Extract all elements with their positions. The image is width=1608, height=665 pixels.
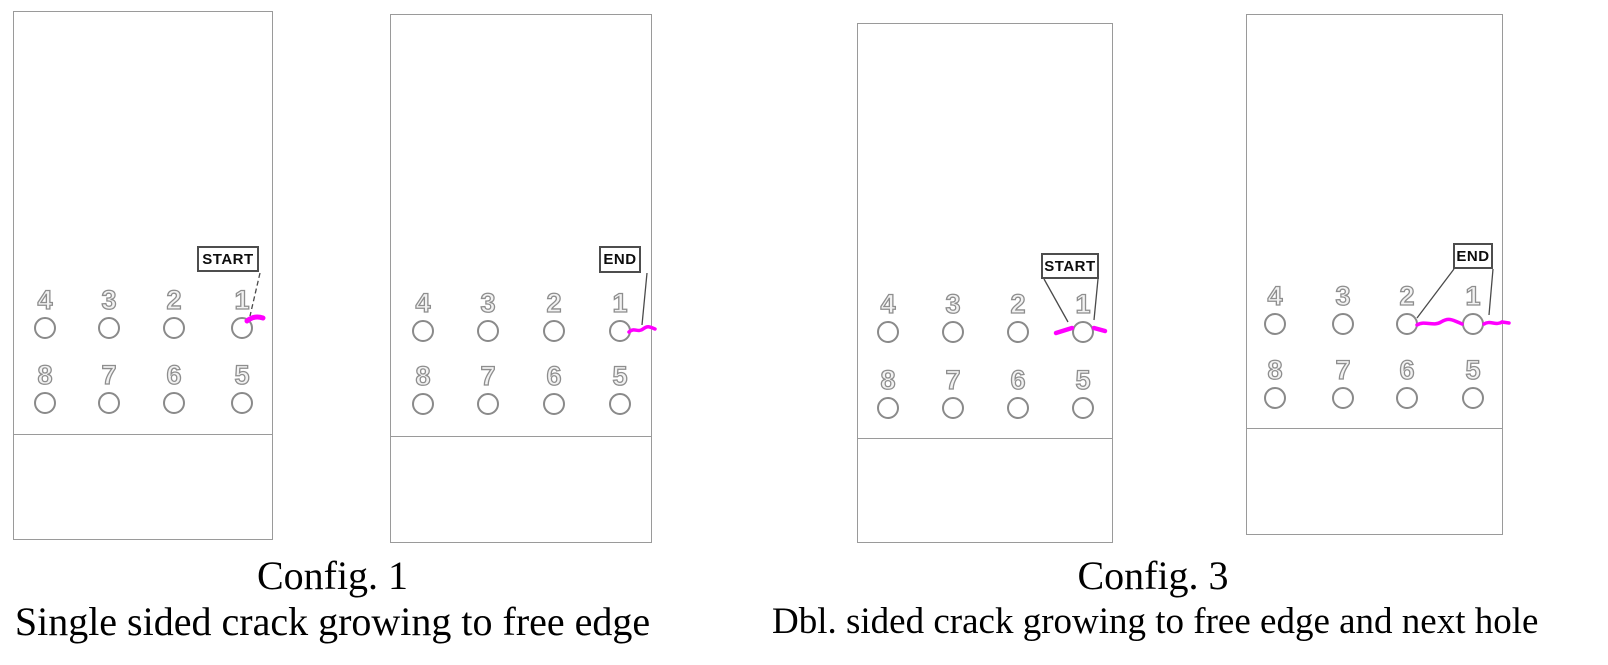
hole-3 (942, 321, 964, 343)
hole-label-7: 7 (480, 361, 496, 391)
annotation-overlay (1043, 278, 1108, 336)
hole-8 (877, 397, 899, 419)
hole-label-7: 7 (101, 360, 117, 390)
hole-1 (231, 317, 253, 339)
hole-2 (1007, 321, 1029, 343)
hole-5 (231, 392, 253, 414)
hole-label-3: 3 (945, 289, 961, 319)
hole-label-7: 7 (945, 365, 961, 395)
hole-label-1: 1 (1075, 289, 1091, 319)
caption-config3-subtitle: Dbl. sided crack growing to free edge an… (772, 601, 1539, 642)
hole-label-8: 8 (415, 361, 431, 391)
hole-label-6: 6 (546, 361, 562, 391)
annotation-overlay (244, 272, 266, 324)
hole-8 (34, 392, 56, 414)
hole-label-1: 1 (1465, 281, 1481, 311)
hole-4 (34, 317, 56, 339)
plate-divider-line (390, 436, 652, 437)
hole-6 (163, 392, 185, 414)
crack-to-free-edge (627, 324, 657, 334)
annotation-overlay (627, 272, 657, 334)
hole-3 (477, 320, 499, 342)
end-callout-box: END (1453, 243, 1493, 269)
hole-label-4: 4 (880, 289, 896, 319)
caption-config3: Config. 3 Dbl. sided crack growing to fr… (772, 553, 1539, 645)
plate-config3-end: 4 3 2 1 8 7 6 5 END (1246, 14, 1511, 535)
plate-config1-end: 4 3 2 1 8 7 6 5 END (390, 14, 657, 543)
crack-to-free-edge (1482, 320, 1511, 326)
hole-label-5: 5 (612, 361, 628, 391)
hole-4 (877, 321, 899, 343)
plate-divider-line (13, 434, 273, 435)
plate-divider-line (1246, 428, 1503, 429)
hole-label-3: 3 (480, 288, 496, 318)
end-leader-line (641, 272, 648, 326)
caption-config1-subtitle: Single sided crack growing to free edge (14, 599, 651, 644)
hole-label-6: 6 (1399, 355, 1415, 385)
hole-3 (98, 317, 120, 339)
hole-2 (163, 317, 185, 339)
hole-label-3: 3 (101, 285, 117, 315)
start-callout-label: START (202, 250, 254, 268)
hole-label-4: 4 (1267, 281, 1283, 311)
hole-6 (543, 393, 565, 415)
end-callout-box: END (599, 246, 641, 273)
hole-5 (1072, 397, 1094, 419)
start-callout-label: START (1044, 257, 1096, 275)
hole-4 (412, 320, 434, 342)
hole-label-4: 4 (37, 285, 53, 315)
hole-8 (1264, 387, 1286, 409)
plate-divider-line (857, 438, 1113, 439)
crack-start-notch-left (1053, 325, 1075, 336)
start-callout-box: START (197, 246, 259, 272)
hole-label-5: 5 (1075, 365, 1091, 395)
hole-label-1: 1 (234, 285, 250, 315)
plate-config1-start: 4 3 2 1 8 7 6 5 START (13, 11, 273, 540)
hole-1 (1462, 313, 1484, 335)
hole-label-2: 2 (1010, 289, 1026, 319)
hole-label-5: 5 (1465, 355, 1481, 385)
hole-6 (1007, 397, 1029, 419)
hole-label-6: 6 (166, 360, 182, 390)
annotation-overlay (1415, 268, 1511, 327)
hole-1 (1072, 321, 1094, 343)
hole-8 (412, 393, 434, 415)
hole-label-8: 8 (1267, 355, 1283, 385)
hole-label-4: 4 (415, 288, 431, 318)
hole-label-1: 1 (612, 288, 628, 318)
hole-2 (543, 320, 565, 342)
hole-label-3: 3 (1335, 281, 1351, 311)
hole-7 (942, 397, 964, 419)
hole-label-8: 8 (880, 365, 896, 395)
hole-3 (1332, 313, 1354, 335)
hole-1 (609, 320, 631, 342)
hole-7 (477, 393, 499, 415)
hole-7 (1332, 387, 1354, 409)
hole-label-6: 6 (1010, 365, 1026, 395)
hole-label-7: 7 (1335, 355, 1351, 385)
end-callout-label: END (1456, 247, 1490, 265)
start-callout-box: START (1041, 253, 1099, 279)
hole-7 (98, 392, 120, 414)
caption-config3-title: Config. 3 (1077, 553, 1229, 598)
caption-config1-title: Config. 1 (256, 553, 409, 598)
hole-4 (1264, 313, 1286, 335)
crack-to-next-hole (1415, 317, 1464, 327)
caption-config1: Config. 1 Single sided crack growing to … (0, 553, 665, 645)
hole-label-8: 8 (37, 360, 53, 390)
hole-5 (1462, 387, 1484, 409)
end-callout-label: END (603, 251, 637, 268)
hole-label-2: 2 (166, 285, 182, 315)
hole-5 (609, 393, 631, 415)
hole-label-2: 2 (546, 288, 562, 318)
hole-label-2: 2 (1399, 281, 1415, 311)
hole-label-5: 5 (234, 360, 250, 390)
crack-start-notch-right (1091, 325, 1108, 334)
hole-2 (1396, 313, 1418, 335)
hole-6 (1396, 387, 1418, 409)
plate-config3-start: 4 3 2 1 8 7 6 5 START (857, 23, 1113, 543)
